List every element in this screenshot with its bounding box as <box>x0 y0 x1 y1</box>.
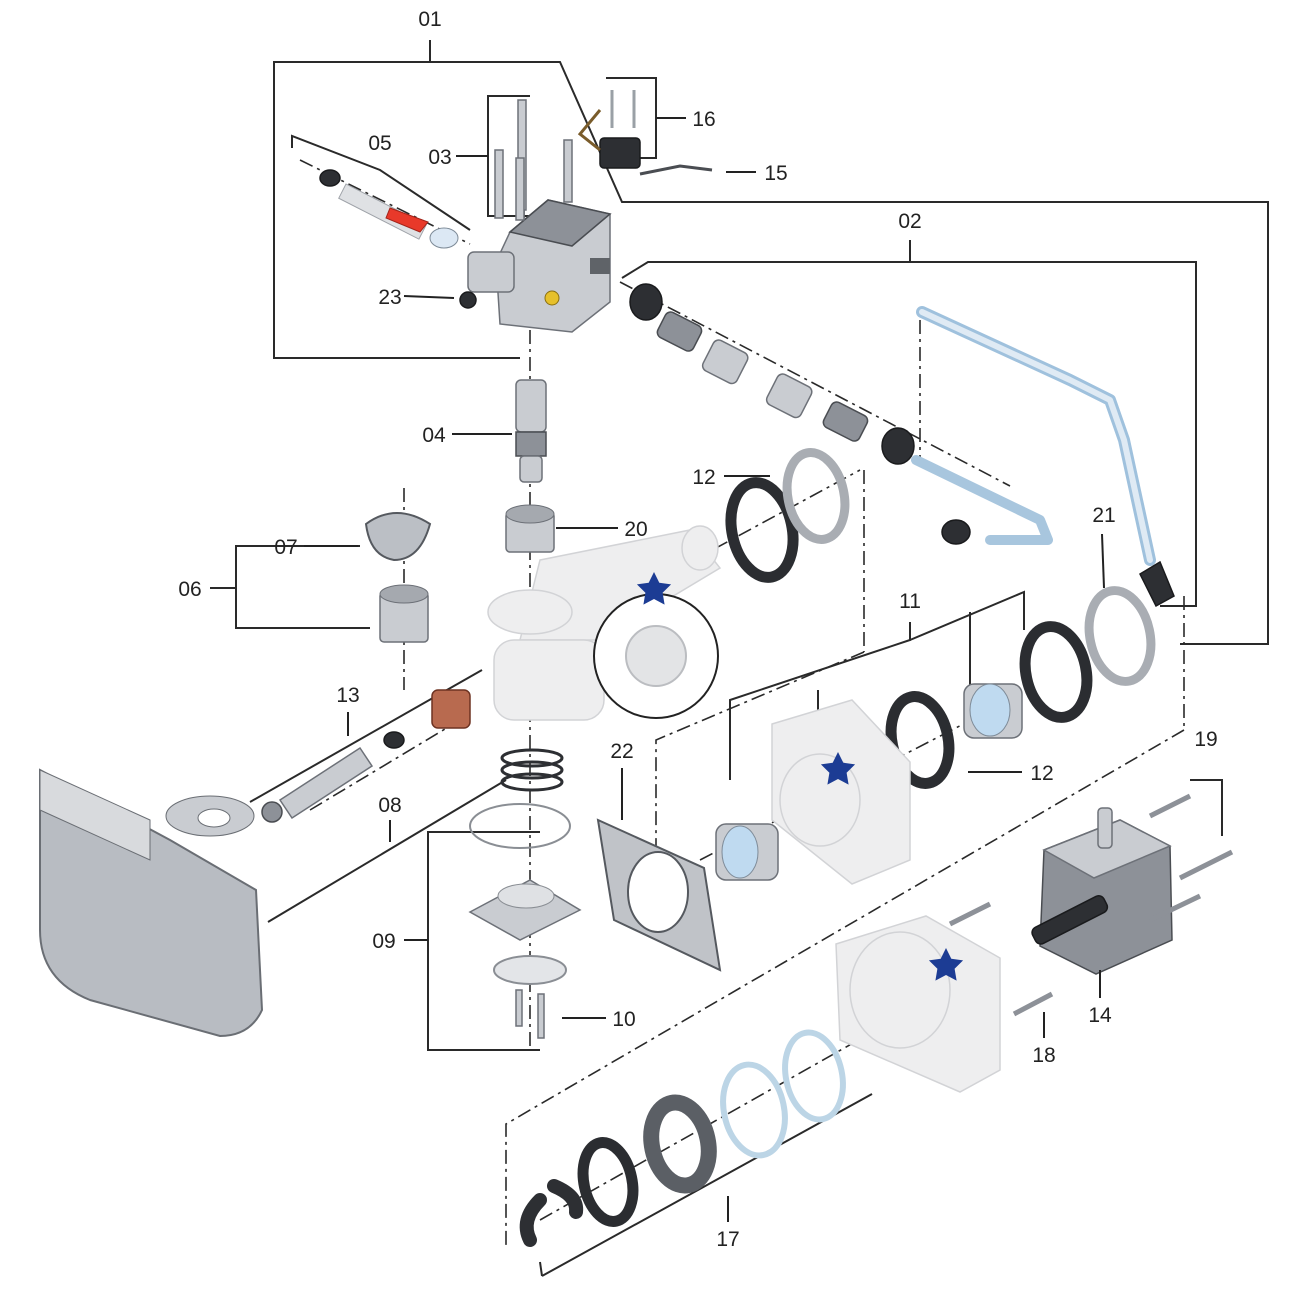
bushing-11 <box>963 683 1023 739</box>
ghost-housing <box>487 525 722 721</box>
plunger-04 <box>515 379 547 483</box>
group-outlines <box>210 40 1269 1277</box>
label-03: 03 <box>428 146 451 169</box>
cable-15 <box>639 164 713 176</box>
label-22: 22 <box>610 740 633 763</box>
seals-12-upper <box>725 448 850 583</box>
label-12-upper: 12 <box>692 466 715 489</box>
parts-17 <box>519 1029 846 1247</box>
detail-circle <box>593 593 719 719</box>
bracket-01 <box>273 40 520 359</box>
label-08: 08 <box>378 794 401 817</box>
valve-body <box>467 199 612 333</box>
screws-19-18 <box>948 793 1234 1017</box>
label-07: 07 <box>274 536 297 559</box>
bushing-20 <box>505 504 555 553</box>
label-05: 05 <box>368 132 391 155</box>
seals-21 <box>1019 586 1156 723</box>
bushing-lower <box>715 823 779 881</box>
label-12-lower: 12 <box>1030 762 1053 785</box>
bracket-05 <box>291 134 471 231</box>
bracket-11-right <box>909 590 1025 641</box>
actuator-14 <box>1031 807 1173 975</box>
bracket-01-right <box>430 61 1269 645</box>
label-17: 17 <box>716 1228 739 1251</box>
label-11: 11 <box>899 590 921 613</box>
screw-23 <box>459 291 477 309</box>
bracket-02 <box>621 240 911 279</box>
label-20: 20 <box>624 518 647 541</box>
label-14: 14 <box>1088 1004 1112 1027</box>
handle-lever <box>911 306 1175 608</box>
star-icon <box>636 572 672 605</box>
label-21: 21 <box>1092 504 1115 527</box>
drain-plate <box>39 768 264 1038</box>
label-18: 18 <box>1032 1044 1055 1067</box>
parts-09 <box>468 803 582 1039</box>
label-10: 10 <box>612 1008 635 1031</box>
star-icon <box>820 752 856 785</box>
label-04: 04 <box>422 424 446 447</box>
label-15: 15 <box>764 162 787 185</box>
label-09: 09 <box>372 930 395 953</box>
solenoid-16 <box>577 90 641 169</box>
bracket-17-tick <box>539 1261 543 1277</box>
label-01: 01 <box>418 8 441 31</box>
gasket-22 <box>596 818 722 972</box>
star-icon <box>928 948 964 981</box>
pin-05 <box>319 169 459 249</box>
label-13: 13 <box>336 684 359 707</box>
parts-13 <box>261 689 471 823</box>
bracket-17 <box>541 1093 873 1277</box>
label-19: 19 <box>1194 728 1217 751</box>
bracket-06 <box>235 545 370 629</box>
label-16: 16 <box>692 108 715 131</box>
ghost-flange-lower <box>835 915 1001 1093</box>
parts-06-07 <box>364 512 432 643</box>
spring-08 <box>500 748 564 792</box>
axle-02 <box>629 283 915 465</box>
screws-03 <box>494 99 573 221</box>
bracket-02-right <box>910 261 1197 607</box>
star-icons <box>636 572 964 981</box>
label-23: 23 <box>378 286 401 309</box>
bracket-09 <box>427 831 540 1051</box>
bracket-19 <box>1190 779 1223 836</box>
label-06: 06 <box>178 578 201 601</box>
label-02: 02 <box>898 210 921 233</box>
part-labels: 01 02 03 04 05 06 07 08 09 10 11 12 12 1… <box>178 8 1217 1251</box>
bracket-08 <box>267 779 507 923</box>
leader-lines <box>304 117 1105 1222</box>
center-axes <box>299 100 1185 1248</box>
